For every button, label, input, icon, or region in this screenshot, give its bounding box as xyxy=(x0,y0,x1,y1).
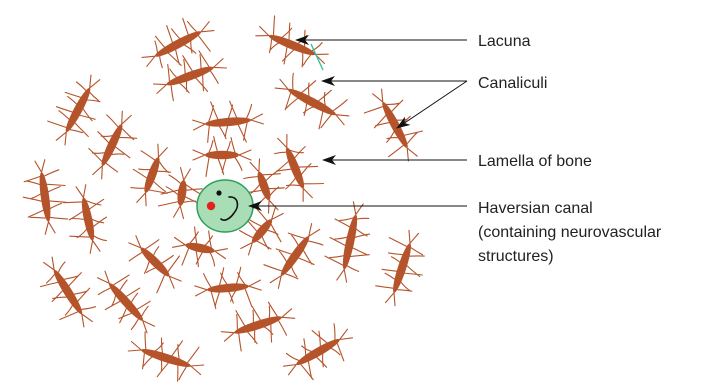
canaliculi-label: Canaliculi xyxy=(478,75,547,92)
lacuna xyxy=(275,73,349,129)
lacuna xyxy=(264,224,323,289)
leader-lines xyxy=(249,40,467,206)
lacuna xyxy=(221,302,294,351)
haversian-canal-label-line-3: structures) xyxy=(478,248,554,265)
lacuna xyxy=(129,236,181,293)
lacuna xyxy=(154,51,227,101)
lacuna xyxy=(364,89,422,161)
lacuna xyxy=(193,101,264,142)
lacuna xyxy=(376,230,425,305)
lacuna xyxy=(89,111,137,179)
lacuna-body xyxy=(176,180,188,207)
lacuna xyxy=(193,137,251,177)
lacuna-body xyxy=(207,282,250,294)
lacuna-body xyxy=(390,242,414,294)
haversian-canal-shape xyxy=(197,180,253,232)
lacuna-body xyxy=(142,156,163,195)
lacuna xyxy=(98,271,155,333)
lacuna-body xyxy=(51,268,86,317)
haversian-canal xyxy=(197,180,253,232)
lacuna-body xyxy=(138,245,172,279)
lacuna-label: Lacuna xyxy=(478,33,531,50)
lacuna xyxy=(142,18,214,67)
canaliculi-leader-line-2 xyxy=(397,81,467,128)
lacuna xyxy=(64,185,107,254)
lacuna-body xyxy=(294,336,342,368)
lacuna-body xyxy=(340,214,360,271)
lacuna-body xyxy=(106,281,146,324)
lacuna xyxy=(40,257,95,327)
lamella-label: Lamella of bone xyxy=(478,153,592,170)
lacuna xyxy=(195,267,262,308)
blood-vessel-dot xyxy=(207,202,215,210)
lacuna xyxy=(48,75,100,145)
lacuna-body xyxy=(205,151,239,159)
lacuna-body xyxy=(98,122,125,167)
lacuna xyxy=(23,160,68,235)
lacuna-body xyxy=(37,172,52,223)
lacuna xyxy=(131,144,171,206)
nerve-dot xyxy=(216,190,221,195)
lacuna xyxy=(325,202,370,282)
lacuna-body xyxy=(153,28,203,60)
lacuna xyxy=(173,227,228,267)
lacuna xyxy=(159,168,203,219)
lacuna xyxy=(128,332,203,381)
lacuna xyxy=(284,324,353,380)
haversian-canal-label-line-2: (containing neurovascular xyxy=(478,224,662,241)
haversian-canal-label-line-1: Haversian canal xyxy=(478,200,593,217)
lacuna xyxy=(275,135,324,202)
